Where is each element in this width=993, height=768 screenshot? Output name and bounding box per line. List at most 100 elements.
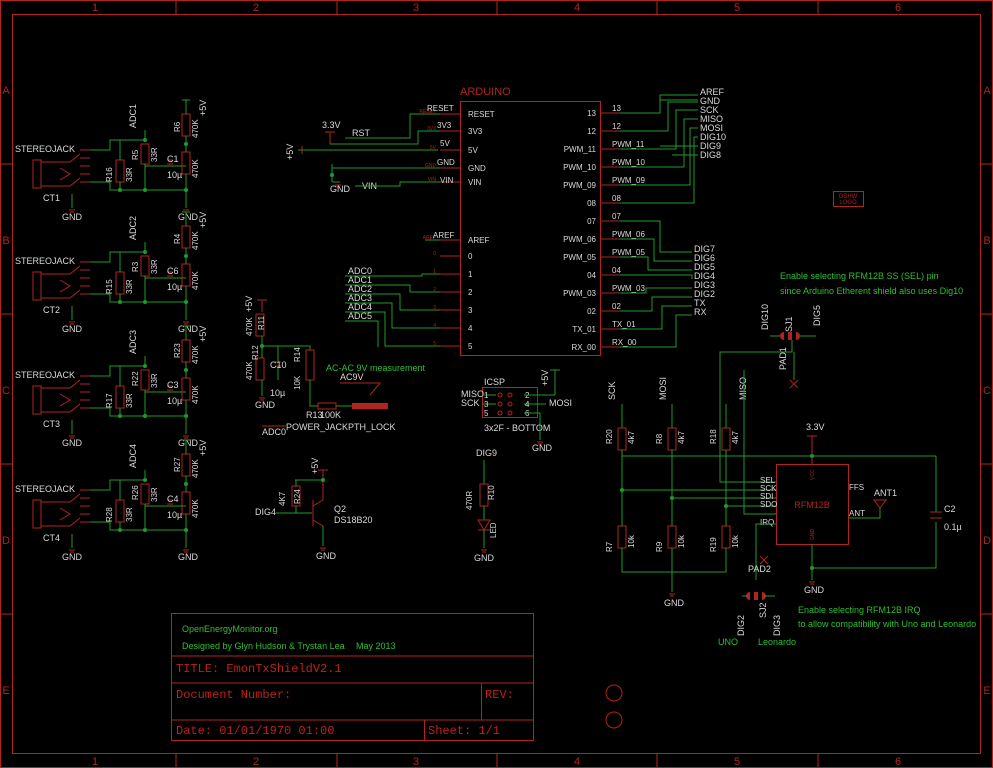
divider-val: 470K bbox=[191, 119, 200, 138]
r20-val: 4k7 bbox=[627, 431, 636, 444]
net-label-gnd-small: GND bbox=[437, 158, 455, 167]
supply-5v-label: +5V bbox=[285, 144, 295, 160]
cap-val: 10µ bbox=[167, 510, 182, 520]
bias-wires bbox=[144, 504, 186, 531]
adc-label: ADC4 bbox=[128, 444, 138, 468]
rfm-dig5: DIG5 bbox=[812, 305, 822, 326]
rfm-gnd-left: GND bbox=[664, 598, 685, 608]
row-label-left: B bbox=[2, 235, 9, 247]
arduino-left-nets: 3.3V RST +5V GND VIN RESET 3V3 5V GND VI… bbox=[285, 104, 455, 347]
ds18b20-section: +5V 4K7 R24 DIG4 GND Q2 DS18B20 bbox=[255, 458, 373, 561]
arduino-right-pin-label: PWM_06 bbox=[563, 235, 596, 244]
burden-resistor bbox=[115, 499, 125, 523]
arduino-right-pin-label: PWM_10 bbox=[563, 163, 596, 172]
divider2-val: 470K bbox=[191, 385, 200, 404]
arduino-left-pin-label: VIN bbox=[468, 178, 482, 187]
rfm-note3: Enable selecting RFM12B IRQ bbox=[798, 605, 921, 615]
r11-val: 470K bbox=[245, 317, 254, 336]
adc-label: ADC1 bbox=[128, 104, 138, 128]
arduino-right-wire-label: PWM_10 bbox=[612, 158, 645, 167]
icsp-mosi: MOSI bbox=[549, 398, 572, 408]
net-dig7: DIG7 bbox=[694, 244, 715, 254]
row-label-right: A bbox=[983, 85, 991, 97]
adc4-net-label: ADC4 bbox=[348, 302, 372, 312]
net-dig9: DIG9 bbox=[700, 141, 721, 151]
gnd-symbol bbox=[69, 549, 75, 553]
ds-r-name: R24 bbox=[293, 489, 302, 504]
pad2-label: PAD2 bbox=[748, 564, 771, 574]
divider-wires bbox=[182, 211, 190, 320]
c2-name: C2 bbox=[944, 504, 956, 514]
col-label-bottom: 3 bbox=[413, 756, 419, 768]
divider-val: 470K bbox=[191, 345, 200, 364]
net-label-reset-small: RESET bbox=[427, 104, 454, 113]
junction bbox=[184, 368, 188, 372]
led-section: DIG9 470R R10 LED GND bbox=[465, 448, 498, 563]
sig-miso: MISO bbox=[738, 377, 748, 400]
r18-val: 4k7 bbox=[731, 431, 740, 444]
ct-signal-wires bbox=[90, 356, 146, 417]
arduino-left-pin-label: AREF bbox=[468, 236, 489, 245]
junction bbox=[118, 300, 122, 304]
divider-wires bbox=[182, 325, 190, 434]
icsp-sub: 3x2F - BOTTOM bbox=[484, 423, 550, 433]
divider-gnd: GND bbox=[178, 438, 199, 448]
junction bbox=[143, 138, 147, 142]
stereojack-body bbox=[32, 499, 42, 529]
bias-wires bbox=[144, 390, 186, 417]
stereojack-label: STEREOJACK bbox=[15, 370, 75, 380]
divider-res-bottom bbox=[181, 377, 191, 401]
cap-name: C4 bbox=[167, 494, 179, 504]
ac-measure-label: AC-AC 9V measurement bbox=[326, 363, 426, 373]
r19-name: R19 bbox=[709, 537, 718, 552]
cap-plates bbox=[167, 159, 173, 165]
ct-gnd-label: GND bbox=[62, 212, 83, 222]
icsp-vcc: +5V bbox=[540, 370, 550, 386]
sig-sck: SCK bbox=[607, 381, 617, 400]
gnd-symbol bbox=[69, 435, 75, 439]
junction bbox=[184, 528, 188, 532]
col-label-bottom: 1 bbox=[92, 756, 98, 768]
top-res-name: R22 bbox=[131, 371, 140, 386]
arduino-left-pin-label: 4 bbox=[468, 324, 473, 333]
arduino-right-wire-label: 04 bbox=[612, 266, 621, 275]
arduino-right-wire-label: 07 bbox=[612, 212, 621, 221]
arduino-left-pin-label: GND bbox=[468, 164, 486, 173]
top-res-val: 33R bbox=[150, 373, 159, 388]
r9-val: 10k bbox=[677, 534, 686, 548]
gnd-symbol bbox=[69, 209, 75, 213]
adc3-net-label: ADC3 bbox=[348, 293, 372, 303]
net-miso: MISO bbox=[700, 114, 723, 124]
icsp-title: ICSP bbox=[484, 377, 505, 387]
arduino-right-pin-label: PWM_09 bbox=[563, 181, 596, 190]
r12-name: R12 bbox=[251, 345, 260, 360]
net-dig8: DIG8 bbox=[700, 150, 721, 160]
burden-resistor bbox=[115, 159, 125, 183]
burden-val: 33R bbox=[125, 167, 134, 182]
net-mosi: MOSI bbox=[700, 123, 723, 133]
net-rx: RX bbox=[694, 307, 707, 317]
stereojack-label: STEREOJACK bbox=[15, 484, 75, 494]
ct-signal-wires bbox=[90, 130, 146, 191]
arduino-left-pin-label: 2 bbox=[468, 288, 473, 297]
arduino-right-pin-label: 02 bbox=[587, 307, 596, 316]
adc-label: ADC3 bbox=[128, 330, 138, 354]
rfm-pin-irq: IRQ bbox=[760, 518, 774, 527]
divider-val: 470K bbox=[191, 459, 200, 478]
divider-name: R23 bbox=[173, 343, 182, 358]
divider2-val: 470K bbox=[191, 271, 200, 290]
arduino-right-wire-label: PWM_05 bbox=[612, 248, 645, 257]
divider-res-top bbox=[181, 113, 191, 137]
stereojack-contacts bbox=[41, 265, 81, 299]
gnd-symbol bbox=[183, 435, 189, 439]
stereojack-pins bbox=[80, 261, 90, 295]
row-label-right: C bbox=[983, 385, 991, 397]
arduino-right-pin-label: 07 bbox=[587, 217, 596, 226]
r18-name: R18 bbox=[709, 429, 718, 444]
rfm-pin-sdi: SDI bbox=[760, 492, 773, 501]
burden-val: 33R bbox=[125, 279, 134, 294]
burden-name: R16 bbox=[105, 167, 114, 182]
stereojack-pins bbox=[80, 375, 90, 409]
